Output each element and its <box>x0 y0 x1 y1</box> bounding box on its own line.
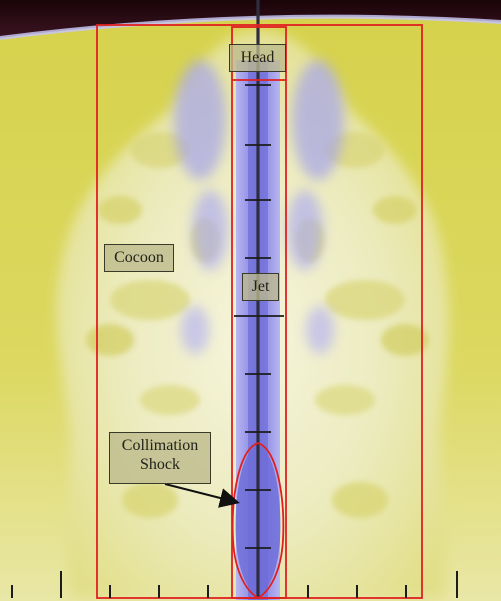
collimation-shock-label: Collimation Shock <box>109 432 211 484</box>
cocoon-label: Cocoon <box>104 244 174 272</box>
head-label: Head <box>229 44 286 72</box>
jet-label: Jet <box>242 273 279 301</box>
